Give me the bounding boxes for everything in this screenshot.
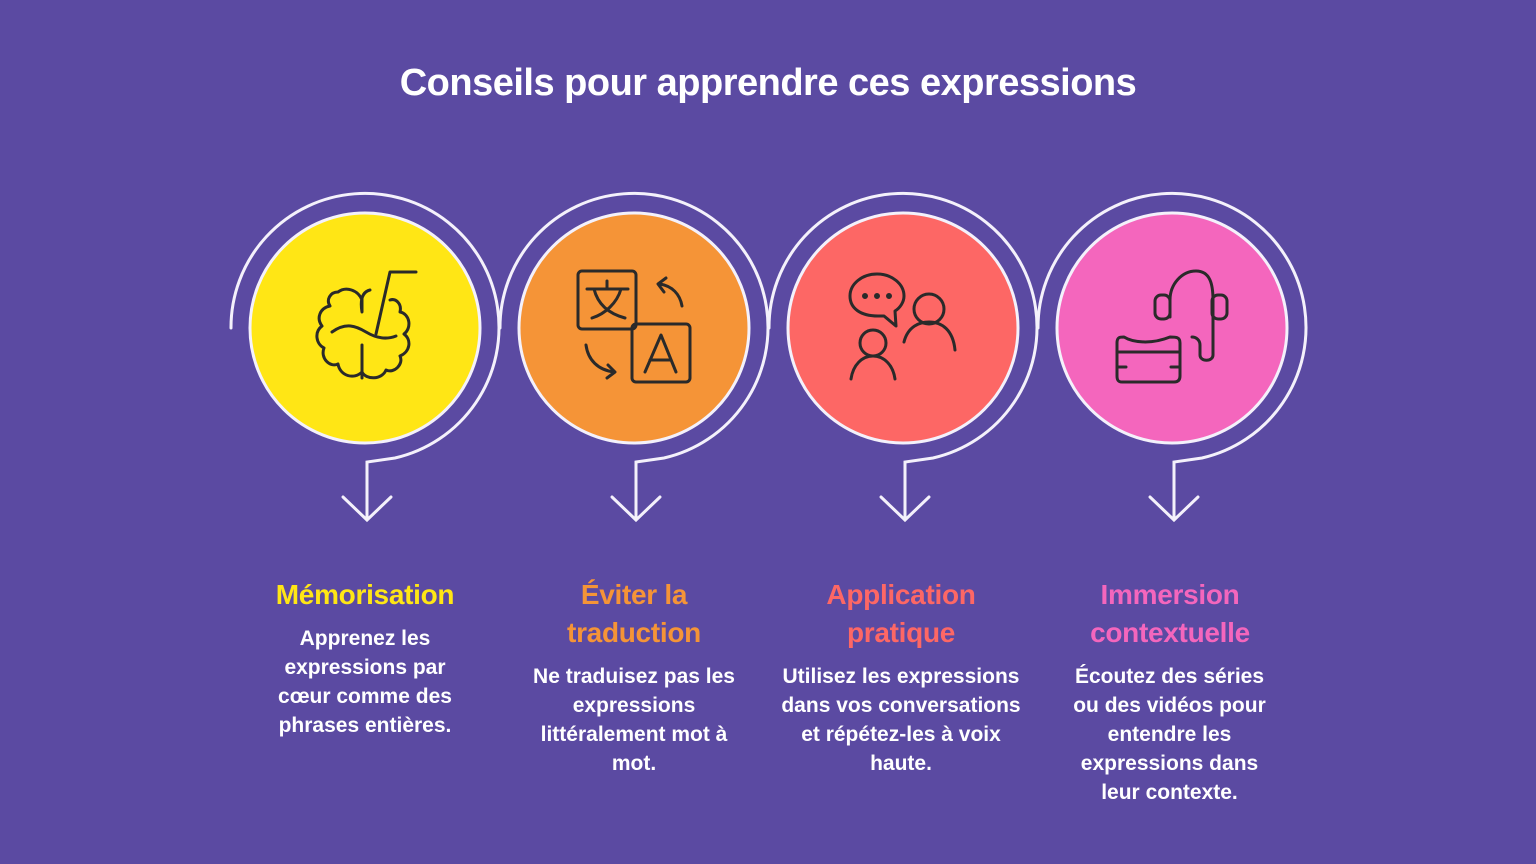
brain-icon (315, 270, 418, 380)
connector-ring-4 (1036, 191, 1308, 520)
connector-ring-1 (229, 191, 501, 520)
step-3: Application pratique Utilisez les expres… (781, 576, 1021, 778)
page-title: Conseils pour apprendre ces expressions (399, 62, 1137, 104)
step-4: Immersion contextuelle Écoutez des série… (1050, 576, 1290, 807)
step-1: Mémorisation Apprenez les expressions pa… (245, 576, 485, 740)
step-heading: Immersion contextuelle (1090, 579, 1250, 648)
step-circle-1 (248, 211, 482, 445)
translate-icon (576, 269, 692, 384)
step-heading: Éviter la traduction (567, 579, 701, 648)
step-description: Écoutez des séries ou des vidéos pour en… (1073, 665, 1266, 804)
arrow-head-4 (1148, 495, 1200, 523)
connector-ring-2 (498, 191, 770, 520)
arrow-head-3 (879, 495, 931, 523)
conversation-icon (848, 272, 957, 381)
step-heading: Application pratique (826, 579, 976, 648)
step-2: Éviter la traduction Ne traduisez pas le… (514, 576, 754, 778)
step-circle-4 (1055, 211, 1289, 445)
step-circle-3 (786, 211, 1020, 445)
step-heading: Mémorisation (275, 579, 455, 610)
arrow-head-1 (341, 495, 393, 523)
connector-ring-3 (767, 191, 1039, 520)
step-description: Apprenez les expressions par cœur comme … (278, 627, 452, 737)
step-description: Utilisez les expressions dans vos conver… (781, 665, 1021, 775)
vr-headset-icon (1115, 269, 1229, 384)
arrow-head-2 (610, 495, 662, 523)
step-description: Ne traduisez pas les expressions littéra… (533, 665, 735, 775)
